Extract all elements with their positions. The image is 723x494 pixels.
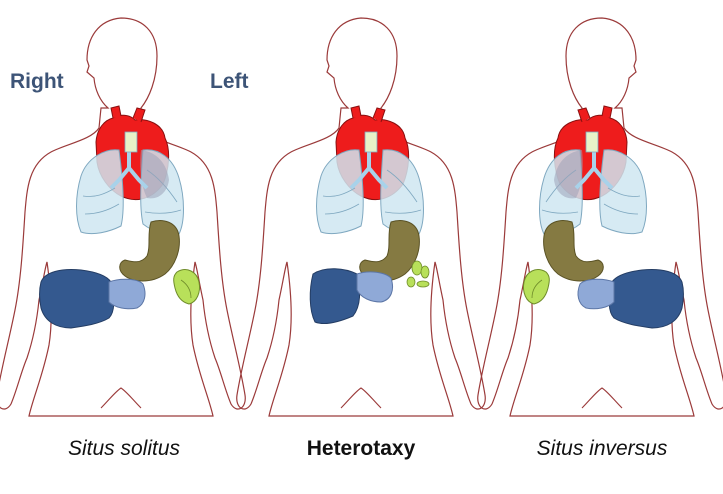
panel-heterotaxy bbox=[237, 18, 486, 416]
right-label: Right bbox=[10, 70, 64, 94]
liver bbox=[310, 269, 359, 324]
right-lung bbox=[77, 150, 124, 234]
right-lung bbox=[317, 150, 364, 234]
stomach bbox=[120, 221, 180, 281]
spleen bbox=[174, 270, 200, 304]
liver bbox=[609, 270, 683, 329]
caption-situs-solitus: Situs solitus bbox=[4, 437, 244, 461]
spleen bbox=[523, 270, 549, 304]
left-label: Left bbox=[210, 70, 249, 94]
stomach bbox=[544, 221, 604, 281]
gallbladder bbox=[109, 279, 145, 309]
panel-situs-inversus bbox=[478, 18, 723, 416]
caption-situs-inversus: Situs inversus bbox=[482, 437, 722, 461]
gallbladder bbox=[578, 279, 614, 309]
caption-heterotaxy: Heterotaxy bbox=[241, 437, 481, 461]
lung bbox=[600, 150, 647, 234]
gallbladder bbox=[357, 272, 393, 302]
liver bbox=[40, 270, 114, 329]
